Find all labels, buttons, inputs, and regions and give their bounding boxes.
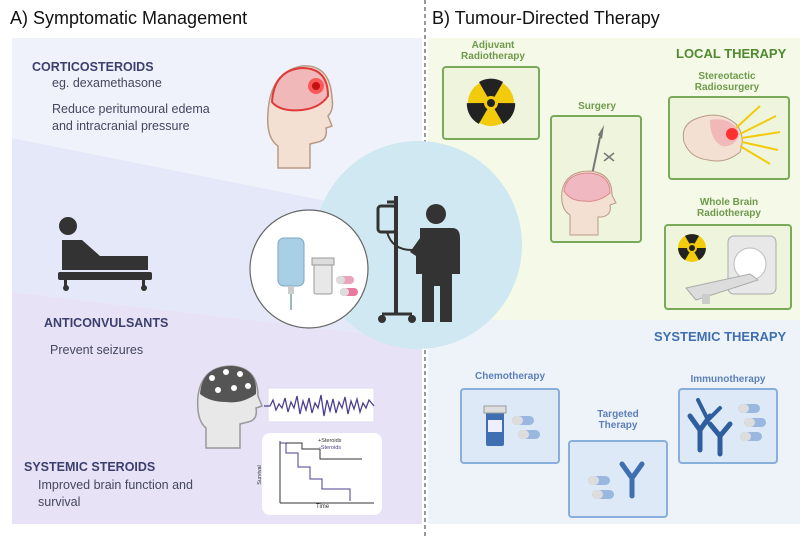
stereotactic-head-icon [682, 105, 781, 165]
immunotherapy-label: Immunotherapy [690, 374, 766, 385]
systemic-steroids-heading: SYSTEMIC STEROIDS [24, 460, 156, 474]
whole-brain-label-line2: Radiotherapy [697, 208, 761, 219]
systemic-therapy-heading: SYSTEMIC THERAPY [654, 329, 787, 344]
adjuvant-radiotherapy-box [442, 66, 540, 140]
head-tumour-icon [266, 65, 334, 169]
corticosteroids-desc-line2: and intracranial pressure [52, 119, 190, 133]
stereotactic-label-line2: Radiosurgery [694, 82, 760, 93]
systemic-steroids-desc-line1: Improved brain function and [38, 478, 193, 492]
whole-brain-label-line1: Whole Brain [699, 197, 759, 208]
surgery-head-icon [561, 125, 617, 236]
corticosteroids-example: eg. dexamethasone [52, 76, 162, 90]
targeted-therapy-box [568, 440, 668, 518]
systemic-steroids-desc-line2: survival [38, 495, 81, 509]
targeted-label-line1: Targeted [597, 409, 639, 420]
radiation-icon [466, 78, 516, 126]
stereotactic-label-line1: Stereotactic [698, 71, 756, 82]
survival-xlabel: Time [316, 504, 330, 510]
targeted-therapy-icon [588, 461, 645, 499]
patient-iv-icon [376, 196, 460, 323]
whole-brain-radiotherapy-box [664, 224, 792, 310]
stereotactic-radiosurgery-box [668, 96, 790, 180]
surgery-box [550, 115, 642, 243]
corticosteroids-desc-line1: Reduce peritumoural edema [52, 102, 210, 116]
anticonvulsants-heading: ANTICONVULSANTS [44, 316, 169, 330]
patient-bed-icon [58, 217, 152, 291]
eeg-trace-icon [264, 387, 375, 423]
antibody-icon [687, 398, 766, 457]
medication-circle [249, 209, 369, 329]
survival-plot-card [262, 433, 382, 515]
survival-ylabel: Survival [256, 465, 263, 485]
surgery-label: Surgery [578, 101, 616, 112]
anticonvulsants-desc: Prevent seizures [50, 343, 144, 357]
chemotherapy-label: Chemotherapy [474, 371, 545, 382]
chemotherapy-box [460, 388, 560, 464]
survival-legend-minus: -Steroids [319, 445, 342, 451]
survival-plot [279, 441, 374, 504]
corticosteroids-heading: CORTICOSTEROIDS [32, 60, 154, 74]
tumour-directed-therapy-title: B) Tumour-Directed Therapy [432, 8, 660, 28]
survival-legend-plus: +Steroids [318, 438, 342, 444]
eeg-head-icon [196, 365, 263, 449]
symptomatic-management-title: A) Symptomatic Management [10, 8, 248, 28]
adjuvant-label-line2: Radiotherapy [461, 51, 525, 62]
chemotherapy-icon [483, 405, 540, 446]
mri-scanner-icon [678, 234, 777, 304]
adjuvant-label-line1: Adjuvant [471, 40, 515, 51]
immunotherapy-box [678, 388, 778, 464]
local-therapy-heading: LOCAL THERAPY [676, 46, 787, 61]
targeted-label-line2: Therapy [598, 420, 638, 431]
